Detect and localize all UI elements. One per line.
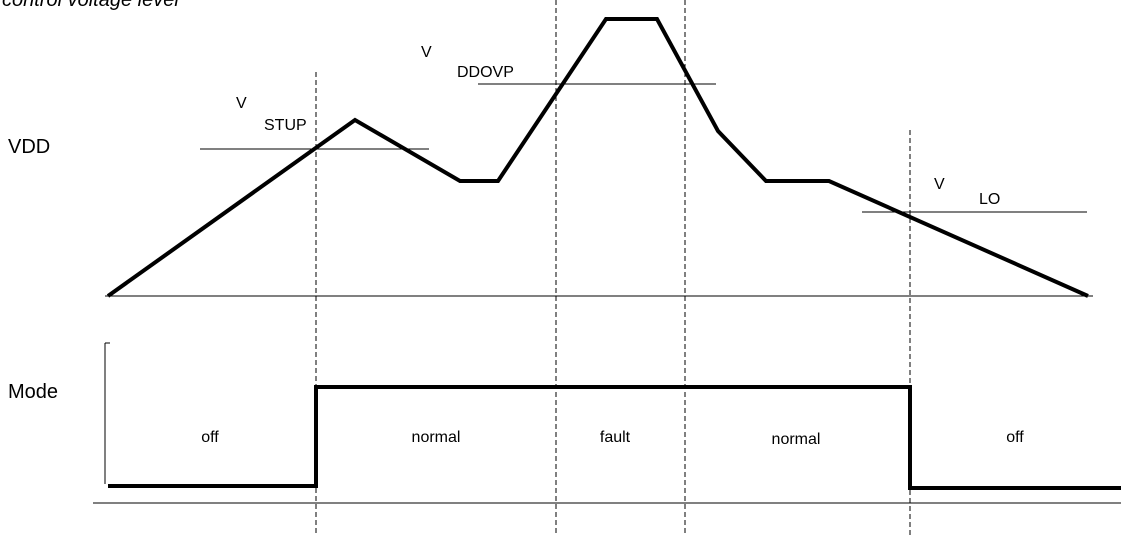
mode-region-label: off [201, 429, 219, 446]
header-fragment: control voltage level [2, 0, 179, 11]
threshold-stup-prefix: V [236, 95, 247, 112]
mode-label: Mode [8, 381, 58, 403]
threshold-lo-subscript: LO [979, 191, 1000, 208]
threshold-stup-subscript: STUP [264, 117, 307, 134]
mode-region-label: normal [412, 429, 461, 446]
threshold-ddovp-prefix: V [421, 44, 432, 61]
mode-region-label: off [1006, 429, 1024, 446]
vdd-label: VDD [8, 136, 50, 158]
threshold-ddovp-subscript: DDOVP [457, 64, 514, 81]
mode-region-label: fault [600, 429, 631, 446]
mode-region-label: normal [772, 431, 821, 448]
threshold-lo-prefix: V [934, 176, 945, 193]
vdd-waveform [106, 17, 1089, 298]
mode-waveform [108, 385, 1121, 490]
